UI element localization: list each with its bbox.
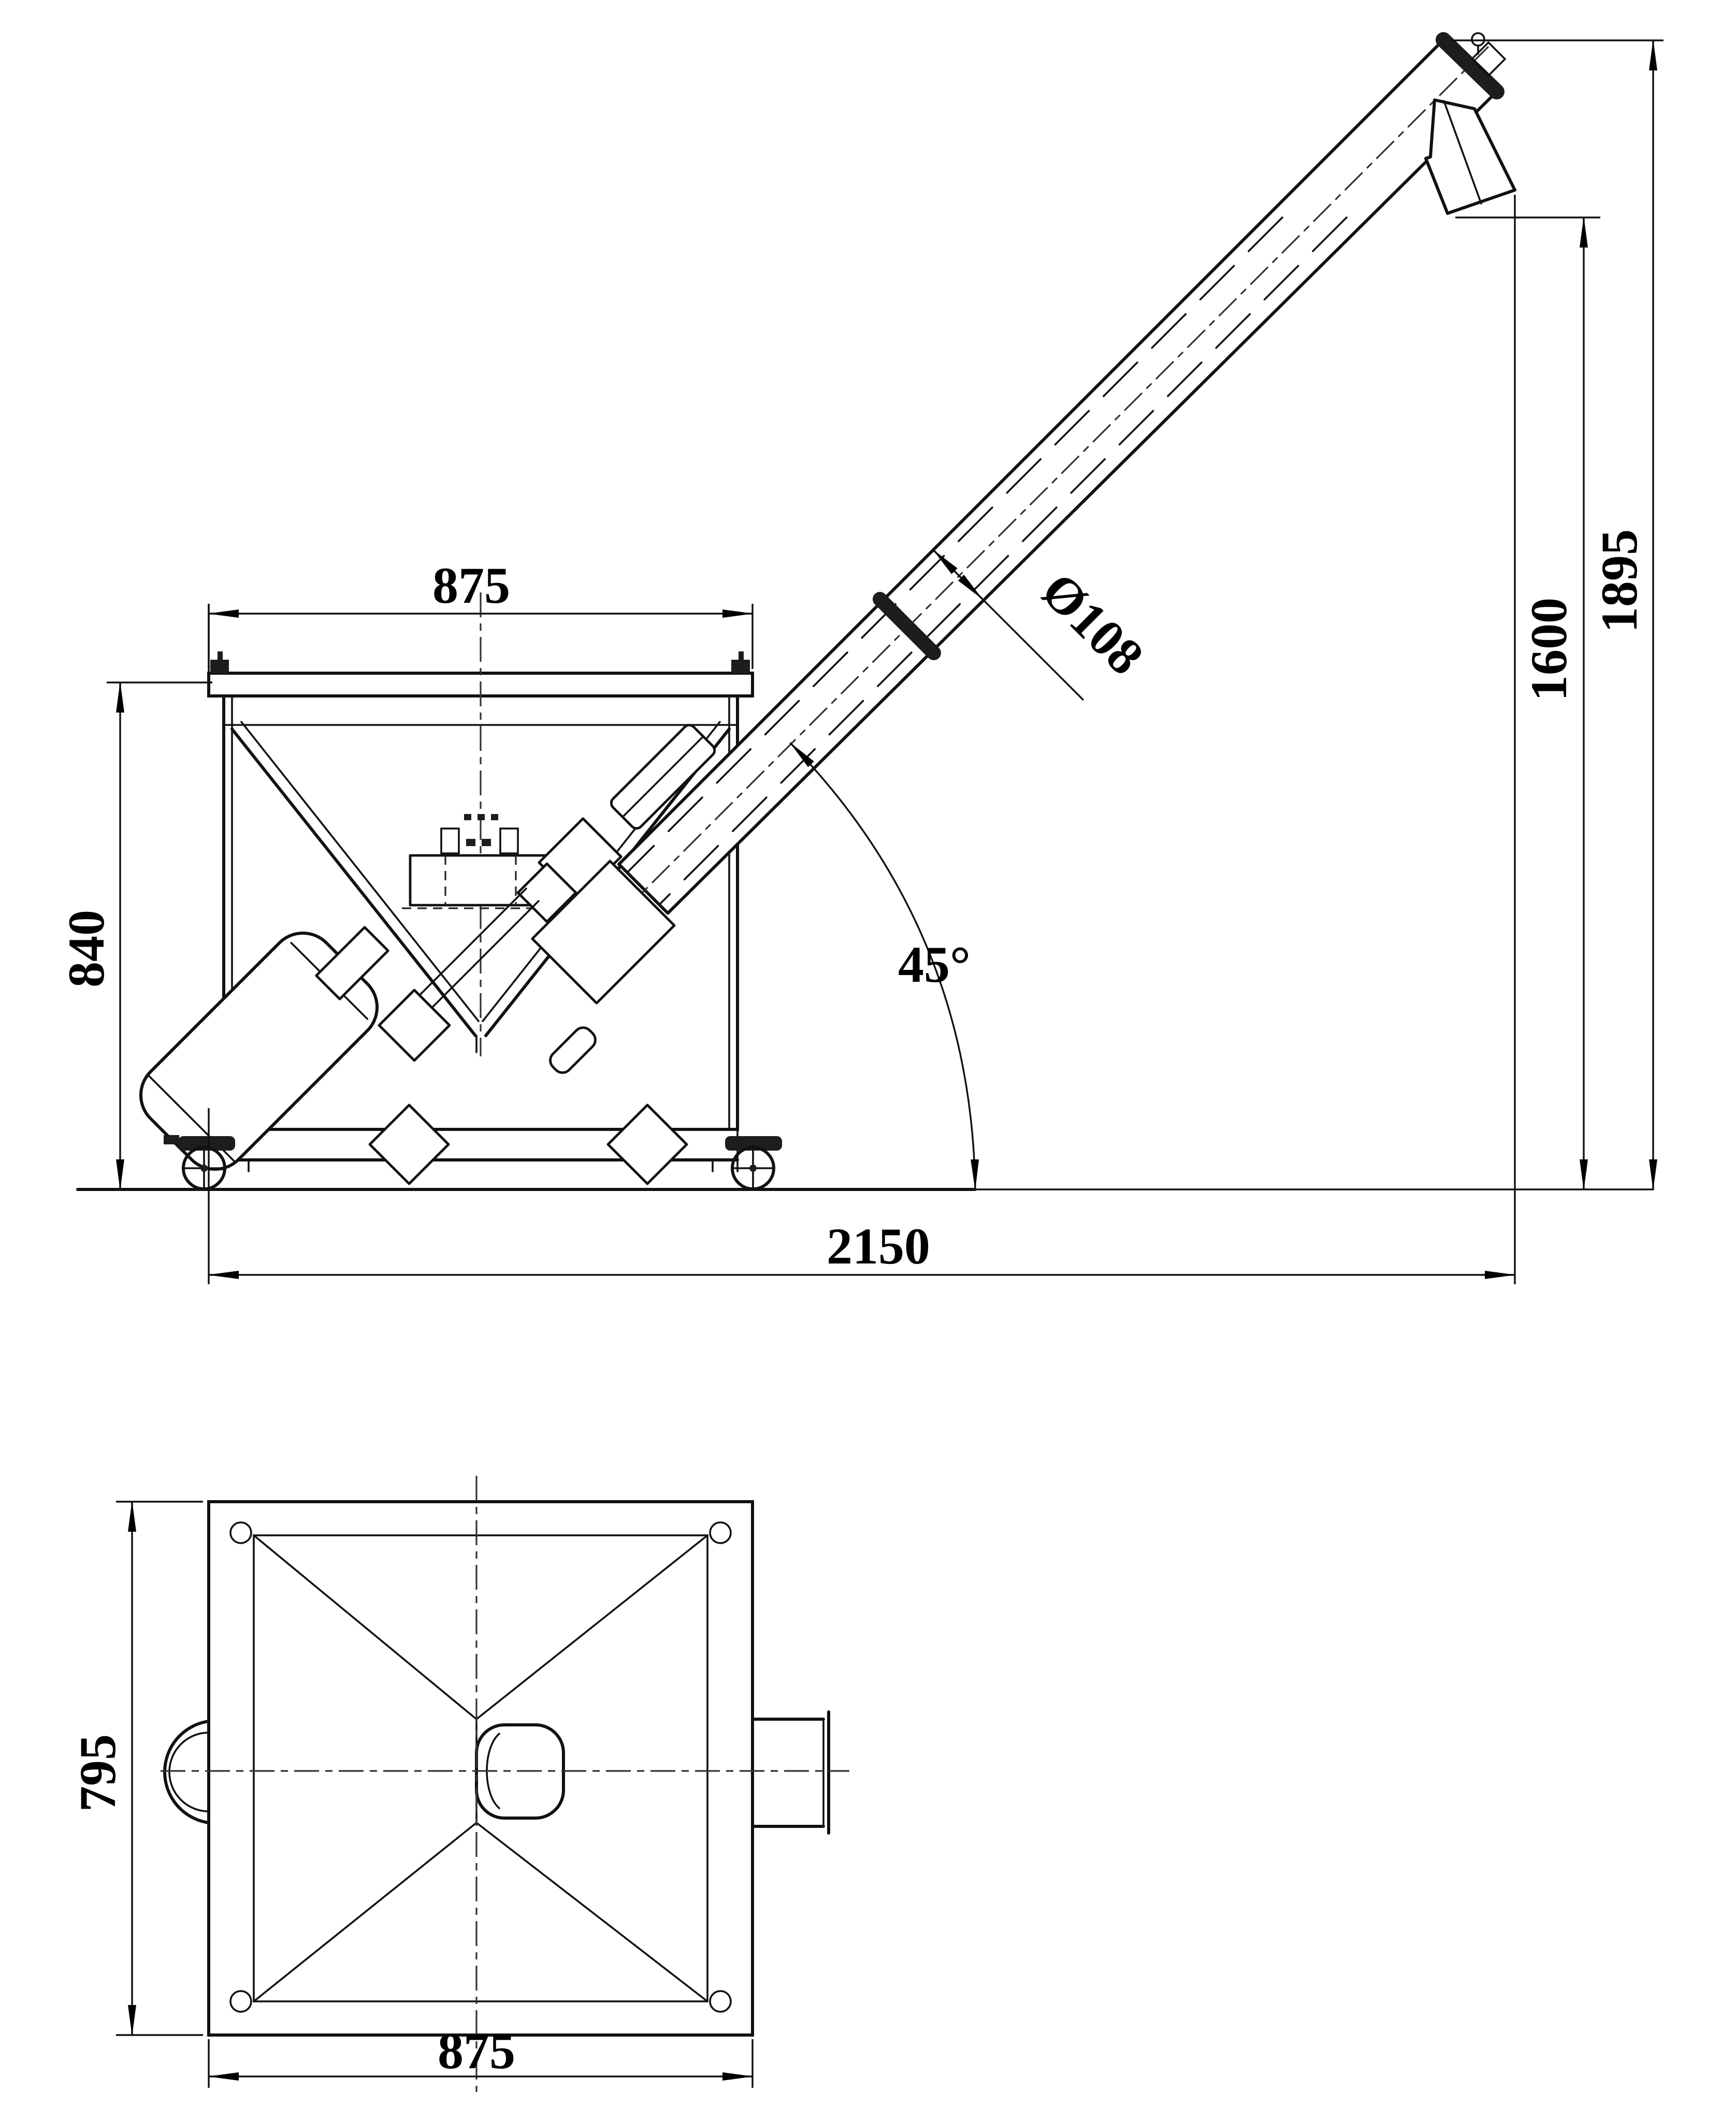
- top-width-dim: 875: [208, 557, 754, 669]
- plan-depth-dim: 795: [69, 1501, 203, 2036]
- fitting-tab: [549, 1026, 597, 1074]
- tube-end-gearbox: [531, 860, 676, 1005]
- plan-flange-plate: [207, 1500, 754, 2037]
- bolt-hole: [709, 1990, 732, 2013]
- side-view: 45° Ø108 875 840 2150: [57, 32, 1663, 1284]
- tube-centerline: [620, 46, 1489, 914]
- plan-view: 795 875: [69, 1476, 849, 2092]
- flange-bolt-left: [210, 660, 229, 673]
- plan-width-dim: 875: [208, 2022, 754, 2088]
- plan-opening: [253, 1534, 708, 2002]
- caster-wheel-right: [725, 1136, 782, 1190]
- dim-875-bottom: 875: [438, 2022, 515, 2080]
- coupling-flange-lower: [378, 989, 451, 1062]
- bolt-hole: [229, 1990, 252, 2013]
- auger-tube: [617, 38, 1498, 915]
- dim-875-top: 875: [432, 557, 510, 614]
- bolt-hole: [229, 1521, 252, 1544]
- dim-840: 840: [57, 910, 115, 987]
- discharge-spout: [1424, 98, 1516, 215]
- plan-outlet-stub: [751, 1710, 830, 1835]
- mount-plate-right: [606, 1103, 688, 1185]
- bottom-length-dim: 2150: [208, 195, 1516, 1284]
- screw-shaft-line: [626, 216, 1283, 874]
- angle-arc: [789, 742, 979, 1190]
- auger-tube-body: [617, 38, 1498, 915]
- bolt-hole: [709, 1521, 732, 1544]
- plan-motor-arc: [163, 1720, 210, 1824]
- dim-795: 795: [69, 1734, 126, 1812]
- dim-1600: 1600: [1520, 598, 1578, 701]
- flange-bolt-right: [731, 660, 750, 673]
- motor-junction-box: [315, 926, 389, 1000]
- drive-shaft: [416, 888, 540, 1011]
- dim-2150: 2150: [827, 1217, 930, 1275]
- coupling-band: [873, 592, 941, 660]
- drive-assembly: [139, 723, 716, 1185]
- tube-top-flange: [1436, 32, 1507, 99]
- caster-wheel-left: [164, 1135, 235, 1190]
- outlet-height-dim: 1600: [1455, 216, 1600, 1190]
- dim-45-angle: 45°: [898, 936, 971, 993]
- left-height-dim: 840: [57, 681, 212, 1190]
- overall-height-dim: 1895: [1450, 39, 1663, 1190]
- flange-bolt-head: [1471, 32, 1485, 47]
- dim-1895: 1895: [1590, 529, 1648, 633]
- screw-shaft-line: [658, 216, 1348, 906]
- mount-plate-left: [368, 1103, 450, 1185]
